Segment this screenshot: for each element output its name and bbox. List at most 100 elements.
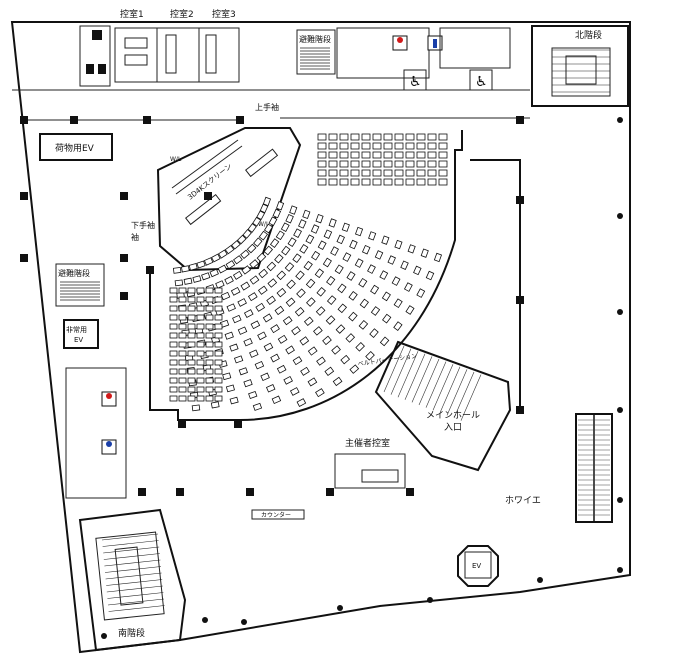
seat: [370, 284, 380, 295]
seat: [350, 169, 360, 177]
svg-text:♿: ♿: [475, 74, 488, 90]
emergency-ev[interactable]: [63, 319, 99, 349]
seat: [169, 287, 178, 294]
seat: [187, 296, 196, 303]
seat: [358, 320, 369, 330]
seat: [196, 323, 205, 330]
seat: [295, 270, 305, 281]
freight-ev[interactable]: [39, 133, 113, 161]
north-stairs-label: 北階段: [575, 29, 602, 41]
seat: [394, 142, 404, 150]
seat: [413, 265, 422, 276]
seat: [331, 345, 341, 355]
seat: [372, 169, 382, 177]
seat: [405, 160, 415, 168]
seat: [322, 335, 332, 346]
seat: [263, 245, 274, 256]
seat: [405, 151, 415, 159]
seat: [416, 160, 426, 168]
seat: [169, 395, 178, 402]
toilet-room: [79, 25, 111, 87]
seat: [285, 213, 294, 224]
organizer-room[interactable]: [334, 453, 406, 489]
main-hall-entrance[interactable]: [374, 340, 512, 472]
seat: [233, 355, 244, 364]
seat: [438, 178, 448, 186]
north-stairs[interactable]: [531, 25, 629, 107]
seat: [383, 160, 393, 168]
seat: [232, 270, 243, 280]
seat: [379, 270, 389, 280]
hall-wall: [149, 130, 463, 421]
seat: [205, 287, 214, 294]
seat: [187, 341, 196, 348]
seat: [282, 315, 293, 326]
seat: [394, 133, 404, 141]
seat: [323, 229, 333, 239]
seat: [214, 296, 223, 303]
seat: [416, 178, 426, 186]
control-room-2[interactable]: [156, 27, 200, 83]
seat: [317, 178, 327, 186]
seat: [266, 295, 276, 305]
seat: [324, 366, 335, 376]
south-stairs[interactable]: [78, 508, 187, 652]
seat: [416, 169, 426, 177]
seat: [296, 288, 306, 299]
seat: [269, 238, 280, 248]
seat: [284, 262, 295, 272]
seat: [205, 305, 214, 312]
seat: [346, 271, 356, 281]
seat: [169, 359, 178, 366]
ev-label: EV: [472, 562, 481, 570]
seat: [205, 377, 214, 384]
ev-shaft[interactable]: [457, 545, 499, 587]
seat: [349, 364, 360, 374]
toilet-icon: [98, 64, 106, 74]
seat: [317, 240, 327, 251]
control-room-3[interactable]: [198, 27, 240, 83]
seat: [350, 142, 360, 150]
seat: [383, 142, 393, 150]
evac-stairs-left[interactable]: [55, 263, 105, 307]
seat: [393, 298, 403, 309]
seat: [214, 341, 223, 348]
seat: [265, 384, 276, 393]
seat: [339, 151, 349, 159]
seat: [438, 151, 448, 159]
seat: [311, 250, 321, 261]
seat: [302, 209, 311, 220]
seat: [307, 377, 318, 387]
seat: [372, 133, 382, 141]
seat: [381, 235, 390, 245]
seat: [326, 295, 337, 305]
seat: [203, 257, 214, 266]
evac-stairs-top[interactable]: [296, 29, 336, 75]
seat: [178, 287, 187, 294]
seat: [252, 402, 263, 411]
seat: [267, 278, 278, 288]
seat: [178, 368, 187, 375]
seat: [210, 401, 220, 409]
seat: [368, 231, 377, 241]
seat: [274, 253, 284, 264]
seat: [276, 364, 287, 374]
seat: [287, 237, 297, 247]
seat: [372, 142, 382, 150]
seat: [224, 331, 234, 340]
seat: [214, 368, 223, 375]
south-stairs-label: 南階段: [118, 627, 145, 639]
seat: [187, 377, 196, 384]
seat: [224, 275, 234, 285]
seat: [405, 142, 415, 150]
seat: [281, 245, 291, 256]
seat: [214, 332, 223, 339]
seat: [367, 264, 376, 274]
seat: [250, 320, 261, 330]
seat: [317, 151, 327, 159]
seat: [332, 376, 343, 387]
seat: [263, 223, 274, 234]
info-icon: [433, 39, 437, 48]
freight-ev-label: 荷物用EV: [55, 142, 95, 154]
seat: [188, 263, 198, 271]
